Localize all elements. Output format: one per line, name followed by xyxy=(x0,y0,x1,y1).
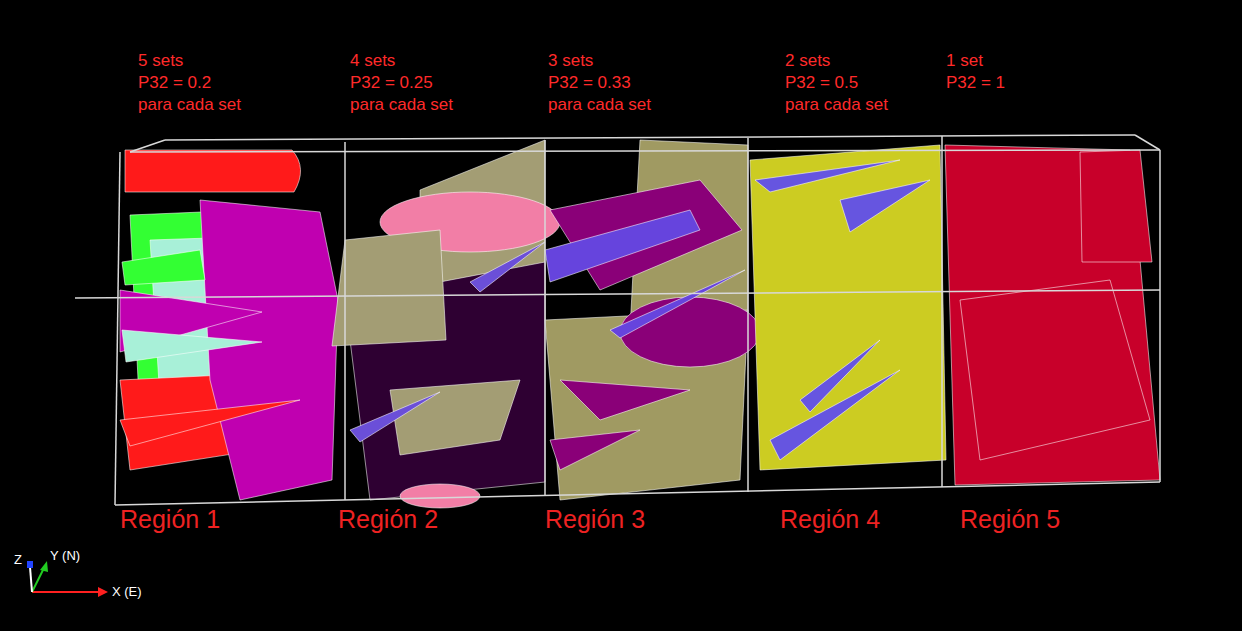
region-parameter: 1 set xyxy=(946,50,1005,72)
region-parameter: para cada set xyxy=(548,94,651,116)
region-parameter: P32 = 0.5 xyxy=(785,72,888,94)
axis-label: Z xyxy=(14,552,22,567)
region-label: Región 4 xyxy=(780,504,880,534)
region-parameter: 3 sets xyxy=(548,50,651,72)
fracture-region: 2 setsP32 = 0.5para cada setRegión 4 xyxy=(780,48,980,540)
region-parameter: para cada set xyxy=(138,94,241,116)
region-header: 4 setsP32 = 0.25para cada set xyxy=(350,50,453,116)
region-parameter: P32 = 0.33 xyxy=(548,72,651,94)
region-label: Región 2 xyxy=(338,504,438,534)
fracture-region: 3 setsP32 = 0.33para cada setRegión 3 xyxy=(545,48,745,540)
axis-label: X (E) xyxy=(112,584,142,599)
region-label: Región 3 xyxy=(545,504,645,534)
fracture-region: 4 setsP32 = 0.25para cada setRegión 2 xyxy=(338,48,538,540)
region-parameter: para cada set xyxy=(785,94,888,116)
region-header: 1 setP32 = 1 xyxy=(946,50,1005,94)
fracture-region: 5 setsP32 = 0.2para cada setRegión 1 xyxy=(120,48,320,540)
axis-label: Y (N) xyxy=(50,548,80,563)
region-header: 5 setsP32 = 0.2para cada set xyxy=(138,50,241,116)
region-parameter: P32 = 0.2 xyxy=(138,72,241,94)
region-label: Región 1 xyxy=(120,504,220,534)
region-parameter: P32 = 1 xyxy=(946,72,1005,94)
region-parameter: 2 sets xyxy=(785,50,888,72)
region-label: Región 5 xyxy=(960,504,1060,534)
region-parameter: P32 = 0.25 xyxy=(350,72,453,94)
region-parameter: para cada set xyxy=(350,94,453,116)
region-parameter: 5 sets xyxy=(138,50,241,72)
region-header: 2 setsP32 = 0.5para cada set xyxy=(785,50,888,116)
region-header: 3 setsP32 = 0.33para cada set xyxy=(548,50,651,116)
fracture-region: 1 setP32 = 1Región 5 xyxy=(960,48,1160,540)
region-parameter: 4 sets xyxy=(350,50,453,72)
